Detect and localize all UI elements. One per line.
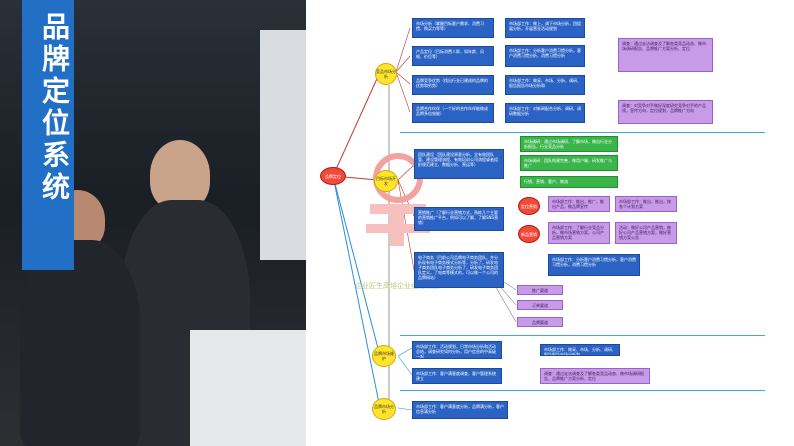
diagram-node: 市场调研：团队构建完善，做用户端，研发推广与推广 — [520, 155, 618, 171]
background-photo — [0, 0, 306, 446]
hub-define: 目标市场开发 — [374, 170, 398, 192]
diagram-node: 品牌竞争优势（找出行业已建成的品牌的优势和劣势） — [412, 75, 494, 95]
center-node: 品牌定位 — [320, 167, 346, 185]
person-figure — [20, 240, 140, 446]
diagram-node: 市场分析（掌握目标客户需求、消费习惯、购买力等等） — [412, 18, 494, 38]
hub-maintain: 品牌市场维护 — [372, 345, 396, 367]
hub-define-label: 目标市场开发 — [376, 176, 396, 186]
diagram-node: 品牌合作伙伴（一个好的合作伙伴能做成品牌多倍效能） — [412, 103, 494, 123]
diagram-node: 市场部工作：客户满意度调查，客户管理系统建立 — [412, 368, 502, 384]
hub-analyze: 品牌市场分析 — [372, 398, 396, 420]
section-divider — [400, 132, 765, 133]
sub-node-label: 新品营销 — [521, 231, 537, 237]
diagram-node: 市场部工作：推出，推广，推出产品，做品牌宣传 — [548, 196, 610, 212]
diagram-node: 活动：做好公司产品营销，做好公司产品营销方案，做好营销方案公告 — [615, 222, 677, 244]
diagram-node: 产品定位（目标消费人群，如年龄、风格、价位等） — [412, 46, 494, 66]
hub-maintain-label: 品牌市场维护 — [374, 351, 394, 361]
sidebar-title-bar: 品牌定位系统 — [22, 0, 74, 270]
hub-research-label: 竞品市场分析 — [376, 69, 396, 79]
whiteboard — [260, 30, 306, 260]
diagram-node: 市场部工作：了解行业竞品分析，做市场营销方案，公司产品营销方案 — [548, 222, 610, 244]
watermark-text: 企业匠生高培企业组建发展 — [355, 282, 439, 290]
diagram-node: 订单渠道 — [517, 300, 563, 310]
hub-research: 竞品市场分析 — [375, 63, 397, 85]
diagram-node: 市场部工作：分析客户消费习惯分析，客户消费习惯分析，消费习惯分析 — [505, 45, 585, 67]
sub-node-red: 定位营销 — [518, 197, 540, 215]
diagram-node: 团队建设（团队建设原意分析，全有效团队管、建设管理流程、有效培训公司流程或者组织… — [414, 149, 504, 179]
diagram-node: 市场部工作：做采、市场、分析、调研、报告报告市场分析和 — [540, 344, 620, 356]
diagram-node: 电子商务（目前公司品牌电子商务团队，并分析现有电子商务模式分析等，分析了，研发电… — [414, 252, 504, 288]
diagram-node: 市场部工作：活动规划，日常市场分析和活动总结，调查研究如何分析，用户信息的中高级… — [412, 341, 502, 359]
center-label: 品牌定位 — [325, 173, 341, 179]
diagram-node: 市场调研：通过市场调研，了解市场，做出行业分析报告，行业竞品分析 — [520, 136, 618, 152]
diagram-node: 市场部工作：推出，推出，按各个计划方案 — [615, 196, 677, 212]
diagram-node: 市场部工作：做上，调下市场分析，团组展分析，开展营业活动规划 — [505, 18, 585, 38]
diagram-node: 推广渠道 — [517, 285, 563, 295]
diagram-node: 调查：通过走访调查及了解各类竞品动态、做市场调研报告、品牌推广方案分析、定位 — [540, 368, 650, 384]
section-divider — [400, 390, 765, 391]
hub-analyze-label: 品牌市场分析 — [374, 404, 394, 414]
diagram-node: 市场部工作：客户满意度分析，品牌满分析，客户信息满分析 — [412, 401, 508, 419]
diagram-node: 市场部工作：分析客户消费习惯分析，客户消费习惯分析，消费习惯分析 — [548, 254, 640, 276]
person-figure — [150, 140, 210, 210]
sub-node-label: 定位营销 — [521, 203, 537, 209]
diagram-node: 市场部工作：做采、市场、分析、调研、报告报告市场分析和 — [505, 75, 585, 95]
diagram-node: 调查：通过走访调查及了解各类竞品动态、做市场调研报告、品牌推广方案分析、定位 — [618, 38, 713, 72]
diagram-node: 营销推广（了解行业营销方式，熟练几个主要的营销推广平台，例如可以了解，了解SNS… — [414, 207, 504, 231]
diagram-node: 市场部工作：对新闻配合分析、调研、调研数据分析 — [505, 103, 585, 123]
page-title: 品牌定位系统 — [38, 12, 71, 204]
table-surface — [190, 330, 306, 446]
diagram-node: 品牌渠道 — [517, 317, 563, 327]
diagram-node: 调查：对竞争对手做好深度研究竞争对手的产品线，宣传方向，定位规划，品牌推广方向 — [618, 100, 713, 124]
sub-node-red: 新品营销 — [518, 225, 540, 243]
diagram-node: 行销、营销、客户、物流 — [520, 176, 618, 188]
section-divider — [400, 335, 765, 336]
